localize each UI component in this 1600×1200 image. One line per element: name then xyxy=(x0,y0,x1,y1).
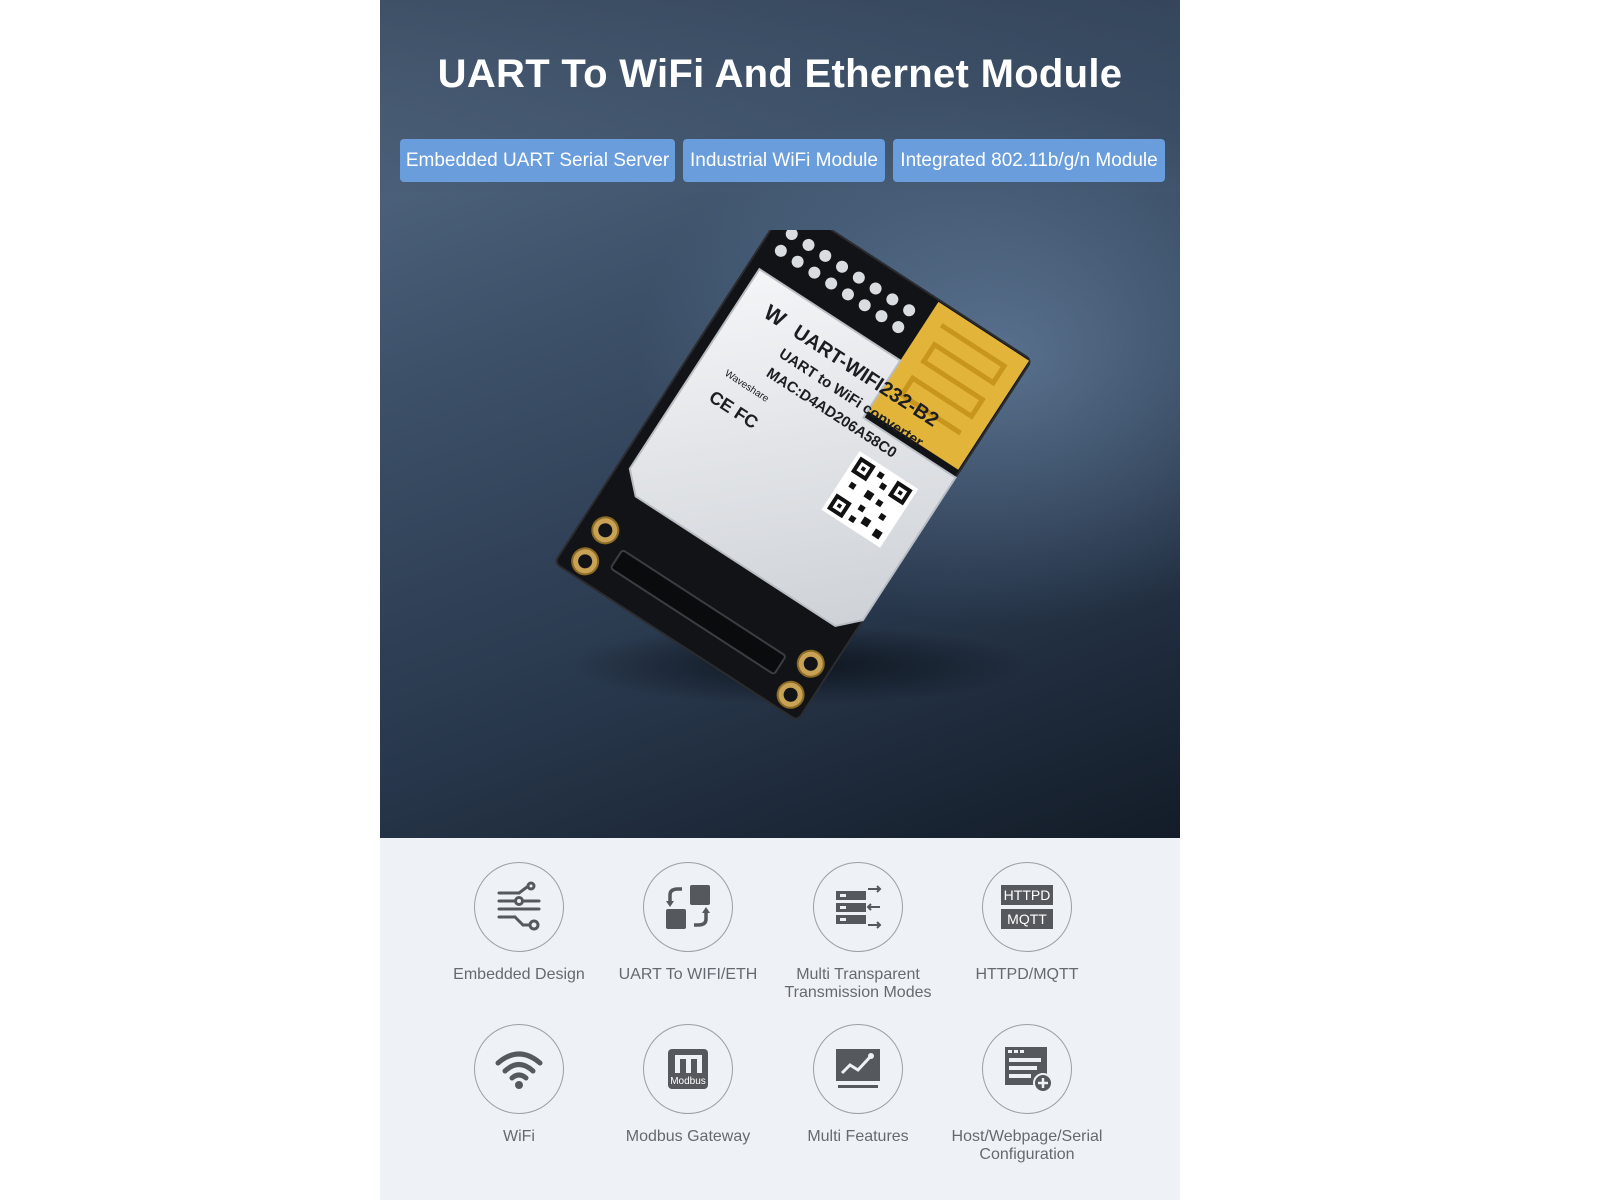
page-title: UART To WiFi And Ethernet Module xyxy=(437,52,1123,96)
tag-80211-module: Integrated 802.11b/g/n Module xyxy=(893,139,1165,182)
feature-label: UART To WIFI/ETH xyxy=(618,966,758,983)
feature-label: HTTPD/MQTT xyxy=(975,966,1079,983)
feature-label: WiFi xyxy=(503,1128,535,1145)
feature-multi-features: Multi Features xyxy=(773,1024,943,1146)
feature-httpd-mqtt: HTTPD MQTT HTTPD/MQTT xyxy=(942,862,1112,984)
transmission-modes-icon xyxy=(836,885,882,929)
antenna xyxy=(867,301,1030,470)
feature-label: Embedded Design xyxy=(453,966,585,983)
svg-text:MQTT: MQTT xyxy=(1007,911,1047,927)
svg-text:Modbus: Modbus xyxy=(670,1076,706,1087)
feature-label: Host/Webpage/Serial Configuration xyxy=(951,1128,1103,1163)
feature-uart-to-wifi-eth: UART To WIFI/ETH xyxy=(603,862,773,984)
features-section: Embedded Design UART To WIFI/ETH xyxy=(380,838,1180,1200)
hero-section: UART To WiFi And Ethernet Module Embedde… xyxy=(380,0,1180,838)
feature-wifi: WiFi xyxy=(434,1024,604,1146)
module-product-image: W UART-WIFI232-B2 UART to WiFi converter… xyxy=(555,230,1031,720)
modbus-icon: Modbus xyxy=(668,1049,708,1089)
product-banner: UART To WiFi And Ethernet Module Embedde… xyxy=(380,0,1180,1200)
tag-wifi-module: Industrial WiFi Module xyxy=(683,139,885,182)
feature-embedded-design: Embedded Design xyxy=(434,862,604,984)
feature-label: Multi Features xyxy=(807,1128,909,1145)
feature-configuration: Host/Webpage/Serial Configuration xyxy=(942,1024,1112,1164)
config-window-icon xyxy=(1005,1047,1053,1093)
chart-monitor-icon xyxy=(836,1049,880,1088)
svg-text:HTTPD: HTTPD xyxy=(1004,887,1051,903)
httpd-mqtt-icon: HTTPD MQTT xyxy=(1001,885,1053,929)
feature-label: Modbus Gateway xyxy=(625,1128,751,1145)
feature-label: Multi Transparent Transmission Modes xyxy=(784,966,932,1001)
feature-modbus-gateway: Modbus Modbus Gateway xyxy=(603,1024,773,1146)
tag-serial-server: Embedded UART Serial Server xyxy=(400,139,675,182)
embedded-design-icon xyxy=(497,881,541,931)
wifi-icon xyxy=(495,1051,543,1089)
feature-transmission-modes: Multi Transparent Transmission Modes xyxy=(773,862,943,1002)
uart-convert-icon xyxy=(666,885,710,929)
qr-code xyxy=(821,450,919,548)
